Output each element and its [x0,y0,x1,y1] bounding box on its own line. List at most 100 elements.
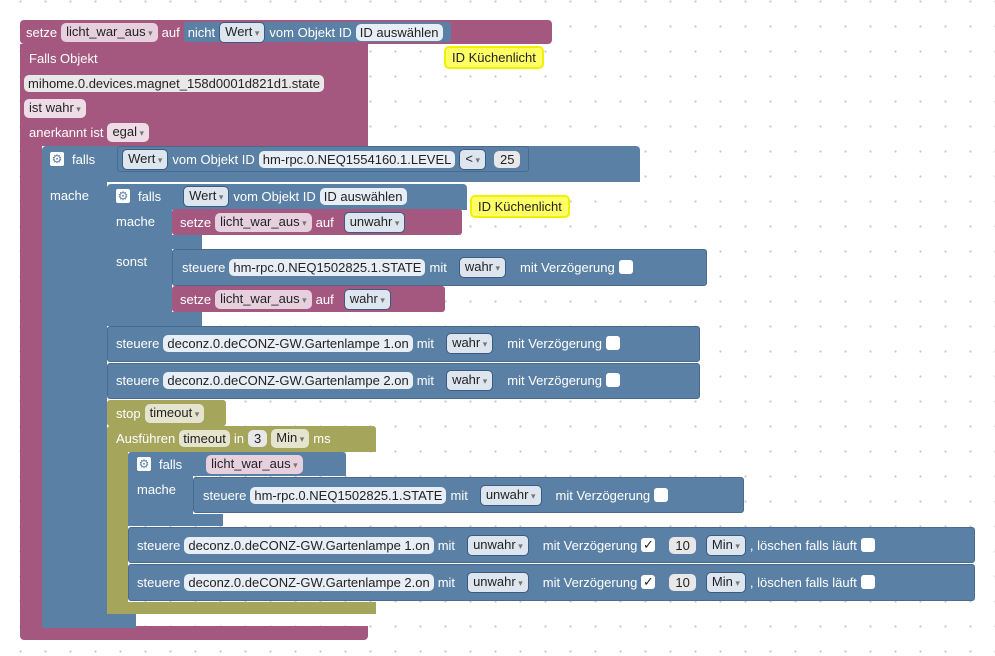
unit-dropdown[interactable]: Min [705,571,746,593]
spacer [172,312,202,326]
id-select-field[interactable]: ID auswählen [319,187,407,205]
mit-label: mit [416,335,435,351]
operator-dropdown[interactable]: < [459,148,486,170]
delay-checkbox[interactable] [618,260,633,274]
gear-icon[interactable]: ⚙ [116,189,130,203]
falls-var-footer [128,514,223,526]
delay-label: mit Verzögerung [542,574,638,590]
unit-dropdown[interactable]: Min [705,534,746,556]
mit-label: mit [437,574,456,590]
steuere-label: steuere [203,487,247,503]
value-dropdown[interactable]: wahr [446,369,494,391]
var-dropdown[interactable]: licht_war_aus [215,289,312,309]
object-id-field[interactable]: deconz.0.deCONZ-GW.Gartenlampe 2.on [163,371,413,389]
timeout-dropdown[interactable]: timeout [144,403,205,423]
falls-var-body [128,476,193,516]
setze-label: setze [180,291,212,307]
vom-objekt-label: vom Objekt ID [233,188,316,204]
falls-label: falls [138,188,162,204]
var-dropdown[interactable]: licht_war_aus [215,212,312,232]
mache-label: mache [137,481,177,497]
gear-icon[interactable]: ⚙ [137,457,151,471]
mit-label: mit [416,372,435,388]
level-id-field[interactable]: hm-rpc.0.NEQ1554160.1.LEVEL [258,150,456,168]
sonst-label: sonst [116,253,148,269]
mache-label: mache [116,213,156,229]
vom-objekt-label: vom Objekt ID [172,151,255,167]
delay-number-field[interactable]: 10 [669,573,696,591]
falls-objekt-body [20,146,42,626]
value-dropdown[interactable]: unwahr [467,571,529,593]
number-field[interactable]: 25 [493,150,521,168]
object-id-field[interactable]: deconz.0.deCONZ-GW.Gartenlampe 1.on [163,334,413,352]
wert-dropdown[interactable]: Wert [122,148,169,170]
steuere-label: steuere [137,574,181,590]
falls-label: falls [159,456,183,472]
wert-dropdown[interactable]: Wert [183,185,230,207]
compare-block[interactable]: Wert vom Objekt ID hm-rpc.0.NEQ1554160.1… [117,146,530,172]
steuere-block[interactable] [172,249,707,286]
ausfuehren-label: Ausführen [116,430,176,446]
in-label: in [233,430,245,446]
timeout-name-field[interactable]: timeout [179,429,230,447]
delay-checkbox[interactable]: ✓ [641,574,656,589]
falls-level-body [42,182,107,628]
delay-checkbox[interactable]: ✓ [641,537,656,552]
var-dropdown[interactable]: licht_war_aus [61,22,158,42]
var-dropdown[interactable]: licht_war_aus [206,454,303,474]
falls-sonst-body [107,210,172,326]
value-dropdown[interactable]: wahr [343,288,391,310]
steuere-gartenlampe2-delay-block[interactable] [128,564,975,601]
falls-level-footer [42,612,136,628]
clear-checkbox[interactable] [860,575,875,589]
value-dropdown[interactable]: wahr [446,332,494,354]
object-id-field[interactable]: deconz.0.deCONZ-GW.Gartenlampe 2.on [184,573,434,591]
nicht-label: nicht [187,24,216,40]
delay-checkbox[interactable] [654,488,669,502]
ist-wahr-dropdown[interactable]: ist wahr [24,98,86,118]
auf-label: auf [315,291,334,307]
anerkannt-label: anerkannt ist [29,124,104,140]
auf-label: auf [315,214,334,230]
steuere-label: steuere [182,259,226,275]
falls-objekt-block[interactable] [20,44,368,146]
value-dropdown[interactable]: unwahr [467,534,529,556]
object-id-field[interactable]: mihome.0.devices.magnet_158d0001d821d1.s… [24,74,324,92]
clear-label: , löschen falls läuft [749,574,857,590]
falls-objekt-footer [20,626,368,640]
object-id-field[interactable]: hm-rpc.0.NEQ1502825.1.STATE [229,258,426,276]
delay-number-field[interactable]: 3 [248,429,268,447]
falls-label: falls [72,151,96,167]
nicht-block[interactable]: nicht Wert vom Objekt ID ID auswählen [183,21,451,43]
object-id-field[interactable]: deconz.0.deCONZ-GW.Gartenlampe 1.on [184,536,434,554]
falls-sonst-block[interactable] [107,184,467,210]
steuere-label: steuere [116,372,160,388]
comment-note-1[interactable]: ID Küchenlicht [444,46,544,69]
wert-dropdown[interactable]: Wert [219,21,266,43]
id-select-field[interactable]: ID auswählen [355,23,443,41]
delay-number-field[interactable]: 10 [669,536,696,554]
object-id-field[interactable]: hm-rpc.0.NEQ1502825.1.STATE [250,486,447,504]
ausfuehren-body [107,452,128,606]
mache-label: mache [50,187,90,203]
clear-checkbox[interactable] [860,538,875,552]
value-dropdown[interactable]: wahr [458,256,507,278]
value-dropdown[interactable]: unwahr [479,484,542,506]
delay-checkbox[interactable] [605,373,620,387]
setze-label: setze [26,24,58,40]
mit-label: mit [437,537,456,553]
gear-icon[interactable]: ⚙ [50,152,64,166]
ms-label: ms [313,430,331,446]
auf-label: auf [161,24,180,40]
value-dropdown[interactable]: unwahr [343,211,406,233]
unit-dropdown[interactable]: Min [271,428,310,448]
setze-label: setze [180,214,212,230]
delay-checkbox[interactable] [605,336,620,350]
delay-label: mit Verzögerung [555,487,651,503]
comment-note-2[interactable]: ID Küchenlicht [470,195,570,218]
ausfuehren-block[interactable] [107,426,376,452]
egal-dropdown[interactable]: egal [107,122,150,142]
steuere-label: steuere [116,335,160,351]
delay-label: mit Verzögerung [507,372,602,388]
steuere-label: steuere [137,537,181,553]
